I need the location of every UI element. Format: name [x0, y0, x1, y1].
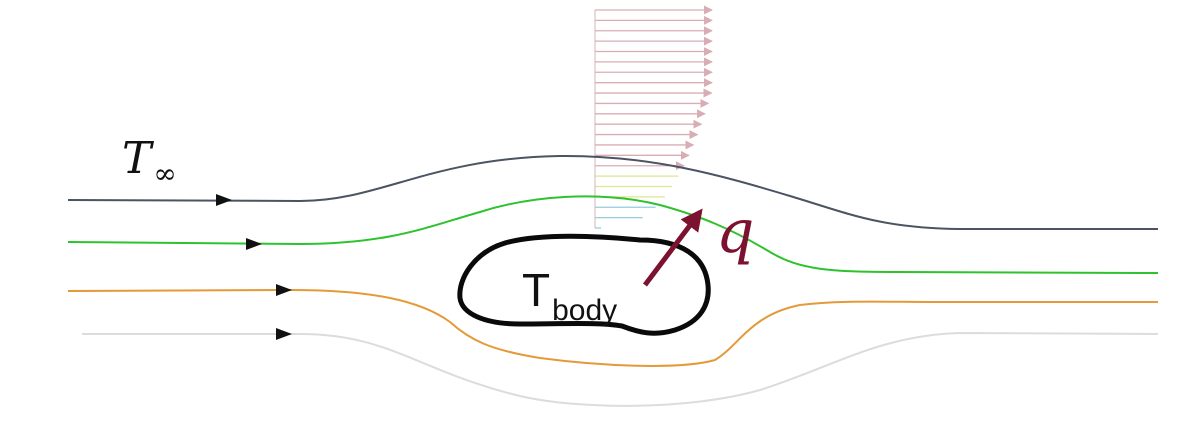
streamline-green	[67, 195, 1159, 274]
body-outline	[457, 233, 711, 336]
streamline-orange	[67, 288, 1158, 367]
heat-flux-arrow-icon	[643, 208, 703, 287]
t-body-label: Tbody	[522, 264, 617, 327]
flow-direction-arrow-icon	[276, 284, 292, 296]
flow-direction-arrow-icon	[216, 194, 232, 206]
velocity-profile	[594, 5, 713, 229]
streamline-top	[67, 154, 1158, 230]
flow-direction-arrow-icon	[276, 328, 292, 340]
t-infinity-label: T∞	[122, 133, 177, 190]
streamline-grey	[82, 331, 1159, 407]
flow-direction-arrow-icon	[246, 238, 262, 250]
heat-flux-q-label: q	[716, 197, 754, 267]
